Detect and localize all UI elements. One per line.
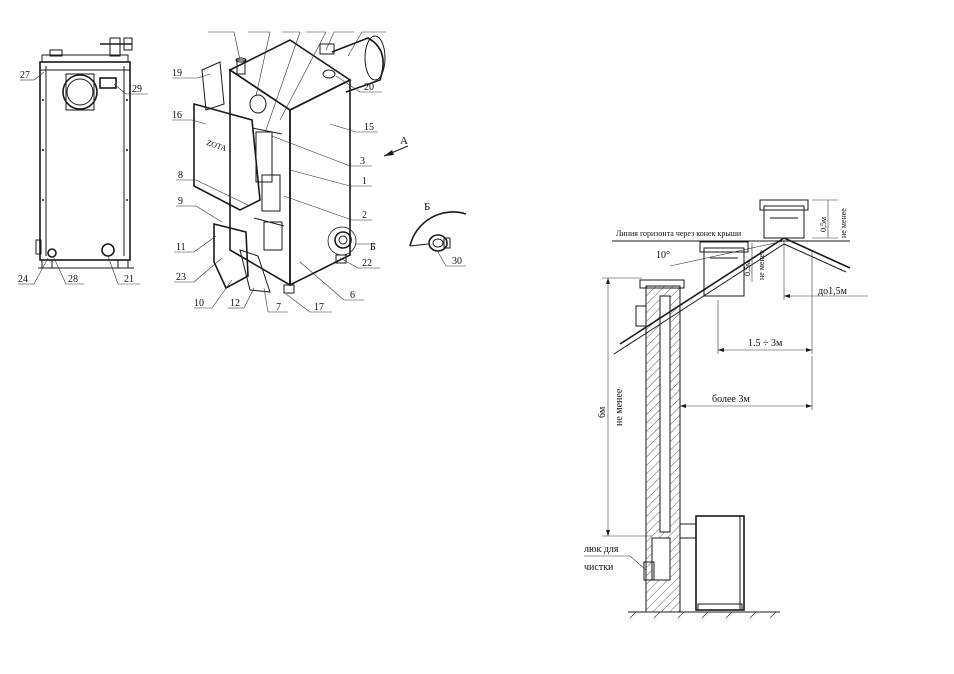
callout-16: 16 <box>172 110 182 121</box>
callout-27: 27 <box>20 70 30 81</box>
door-brand: ZOTA <box>205 138 228 153</box>
height-total-note: не менее <box>614 388 625 426</box>
chimney-diagram: Линия горизонта через конек крыши 10° 0,… <box>584 200 868 618</box>
callout-22: 22 <box>362 258 372 269</box>
callout-3: 3 <box>360 156 365 167</box>
callout-11: 11 <box>176 242 186 253</box>
cleaning-hatch-line2: чистки <box>584 562 614 573</box>
callout-19: 19 <box>172 68 182 79</box>
dist-range-label: 1.5 ÷ 3м <box>748 338 783 349</box>
callout-2: 2 <box>362 210 367 221</box>
callout-10: 10 <box>194 298 204 309</box>
dist-far-label: более 3м <box>712 394 750 405</box>
callout-23: 23 <box>176 272 186 283</box>
horizon-line-label: Линия горизонта через конек крыши <box>616 229 742 238</box>
view-direction-a: А <box>400 135 408 147</box>
height-total-label: 6м <box>597 406 608 418</box>
callout-9: 9 <box>178 196 183 207</box>
callout-7: 7 <box>276 302 281 313</box>
ground-hatch <box>630 612 776 618</box>
callout-29: 29 <box>132 84 142 95</box>
dist-ridge-label: до1,5м <box>818 286 848 297</box>
callout-6: 6 <box>350 290 355 301</box>
section-b-label: Б <box>370 242 376 253</box>
callout-12: 12 <box>230 298 240 309</box>
callout-28: 28 <box>68 274 78 285</box>
height-top-note: не менее <box>839 208 848 238</box>
height-top-label: 0,5м <box>819 217 828 232</box>
boiler-rear-view <box>36 38 134 268</box>
cleaning-hatch-line1: люк для <box>584 544 619 555</box>
callout-30: 30 <box>452 256 462 267</box>
left-callouts: 27 29 24 28 21 <box>18 70 148 285</box>
detail-b-view: Б 30 <box>410 201 466 267</box>
callout-1: 1 <box>362 176 367 187</box>
callout-24: 24 <box>18 274 28 285</box>
boiler-isometric-view: ZOTA <box>194 36 385 293</box>
callout-17: 17 <box>314 302 324 313</box>
rear-rivets <box>42 99 128 201</box>
callout-20: 20 <box>364 82 374 93</box>
detail-b-title: Б <box>424 201 430 213</box>
callout-21: 21 <box>124 274 134 285</box>
callout-15: 15 <box>364 122 374 133</box>
callout-8: 8 <box>178 170 183 181</box>
height-mid-note: не менее <box>757 250 766 280</box>
height-mid-label: 0,5м <box>743 261 752 276</box>
angle-label: 10° <box>656 250 670 261</box>
